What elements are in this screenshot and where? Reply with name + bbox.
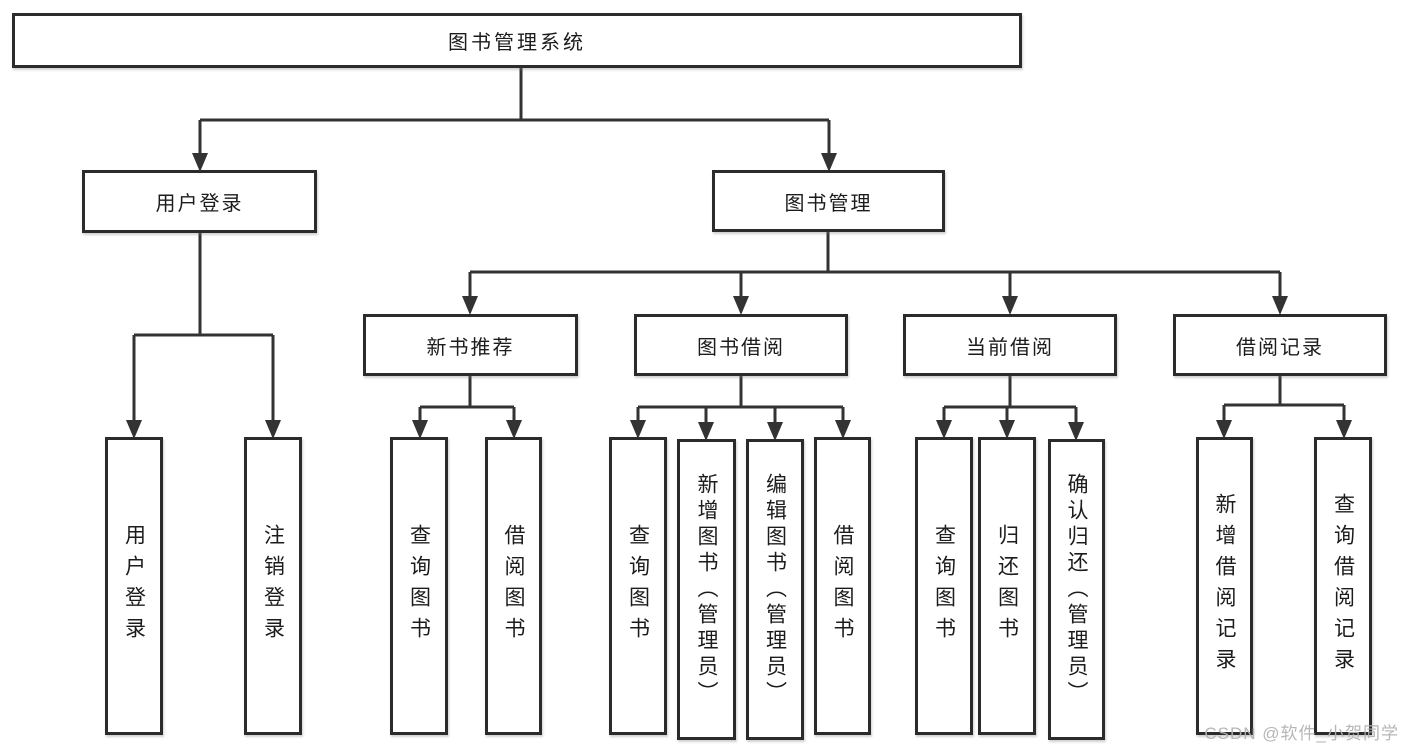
- leaf-label: 用户登录: [122, 524, 146, 648]
- leaf-label: 确认归还（管理员）: [1065, 472, 1088, 707]
- node-borrowing-records: 借阅记录: [1173, 314, 1387, 376]
- node-root-system: 图书管理系统: [12, 13, 1022, 68]
- leaf-label: 注销登录: [261, 524, 285, 648]
- arrow-down-icon: [1216, 420, 1232, 439]
- arrowheads: [126, 153, 1352, 441]
- node-label: 当前借阅: [966, 336, 1054, 359]
- csdn-watermark: CSDN @软件_小贺同学: [1204, 724, 1399, 743]
- node-label: 图书管理: [784, 192, 873, 215]
- node-label: 用户登录: [155, 193, 244, 215]
- node-new-book-recommend: 新书推荐: [363, 314, 578, 376]
- node-book-management-branch: 图书管理: [712, 170, 945, 232]
- leaf-label: 查询图书: [407, 524, 431, 648]
- arrow-down-icon: [698, 422, 714, 441]
- leaf-cb-return-books: 归还图书: [978, 437, 1036, 735]
- arrow-down-icon: [733, 296, 749, 315]
- arrow-down-icon: [821, 153, 837, 172]
- arrow-down-icon: [265, 420, 281, 439]
- leaf-label: 编辑图书（管理员）: [763, 472, 787, 707]
- node-label: 图书借阅: [697, 336, 785, 359]
- node-book-borrowing: 图书借阅: [634, 314, 848, 376]
- leaf-cb-query-books: 查询图书: [915, 437, 973, 735]
- arrow-down-icon: [630, 420, 646, 439]
- leaf-nbr-borrow-books: 借阅图书: [485, 437, 542, 735]
- arrow-down-icon: [1002, 296, 1018, 315]
- leaf-br-query-record: 查询借阅记录: [1314, 437, 1372, 735]
- arrow-down-icon: [936, 420, 952, 439]
- leaf-label: 新增借阅记录: [1213, 493, 1236, 679]
- arrow-down-icon: [835, 420, 851, 439]
- arrow-down-icon: [126, 420, 142, 439]
- arrow-down-icon: [462, 296, 478, 315]
- arrow-down-icon: [767, 422, 783, 441]
- leaf-cb-confirm-return-admin: 确认归还（管理员）: [1048, 439, 1105, 740]
- node-label: 新书推荐: [426, 336, 515, 359]
- leaf-label: 借阅图书: [831, 524, 854, 648]
- arrow-down-icon: [412, 420, 428, 439]
- leaf-bb-borrow-books: 借阅图书: [814, 437, 871, 735]
- leaf-user-login: 用户登录: [105, 437, 163, 735]
- leaf-bb-edit-books-admin: 编辑图书（管理员）: [746, 439, 804, 740]
- leaf-label: 查询图书: [626, 524, 650, 648]
- leaf-label: 查询借阅记录: [1331, 493, 1355, 679]
- node-label: 图书管理系统: [448, 32, 586, 54]
- leaf-label: 借阅图书: [502, 524, 525, 648]
- node-label: 借阅记录: [1236, 336, 1324, 359]
- leaf-nbr-query-books: 查询图书: [390, 437, 448, 735]
- leaf-bb-add-books-admin: 新增图书（管理员）: [677, 439, 736, 740]
- arrow-down-icon: [192, 153, 208, 172]
- leaf-bb-query-books: 查询图书: [609, 437, 667, 735]
- node-current-borrowing: 当前借阅: [903, 314, 1117, 376]
- leaf-logout: 注销登录: [244, 437, 302, 735]
- connector-lines: [132, 68, 1346, 425]
- leaf-label: 查询图书: [932, 524, 956, 648]
- arrow-down-icon: [1336, 420, 1352, 439]
- node-user-login-branch: 用户登录: [82, 170, 317, 233]
- arrow-down-icon: [1272, 296, 1288, 315]
- arrow-down-icon: [1068, 422, 1084, 441]
- arrow-down-icon: [999, 420, 1015, 439]
- leaf-label: 归还图书: [995, 524, 1019, 648]
- leaf-label: 新增图书（管理员）: [695, 472, 718, 707]
- arrow-down-icon: [506, 420, 522, 439]
- leaf-br-add-record: 新增借阅记录: [1196, 437, 1253, 735]
